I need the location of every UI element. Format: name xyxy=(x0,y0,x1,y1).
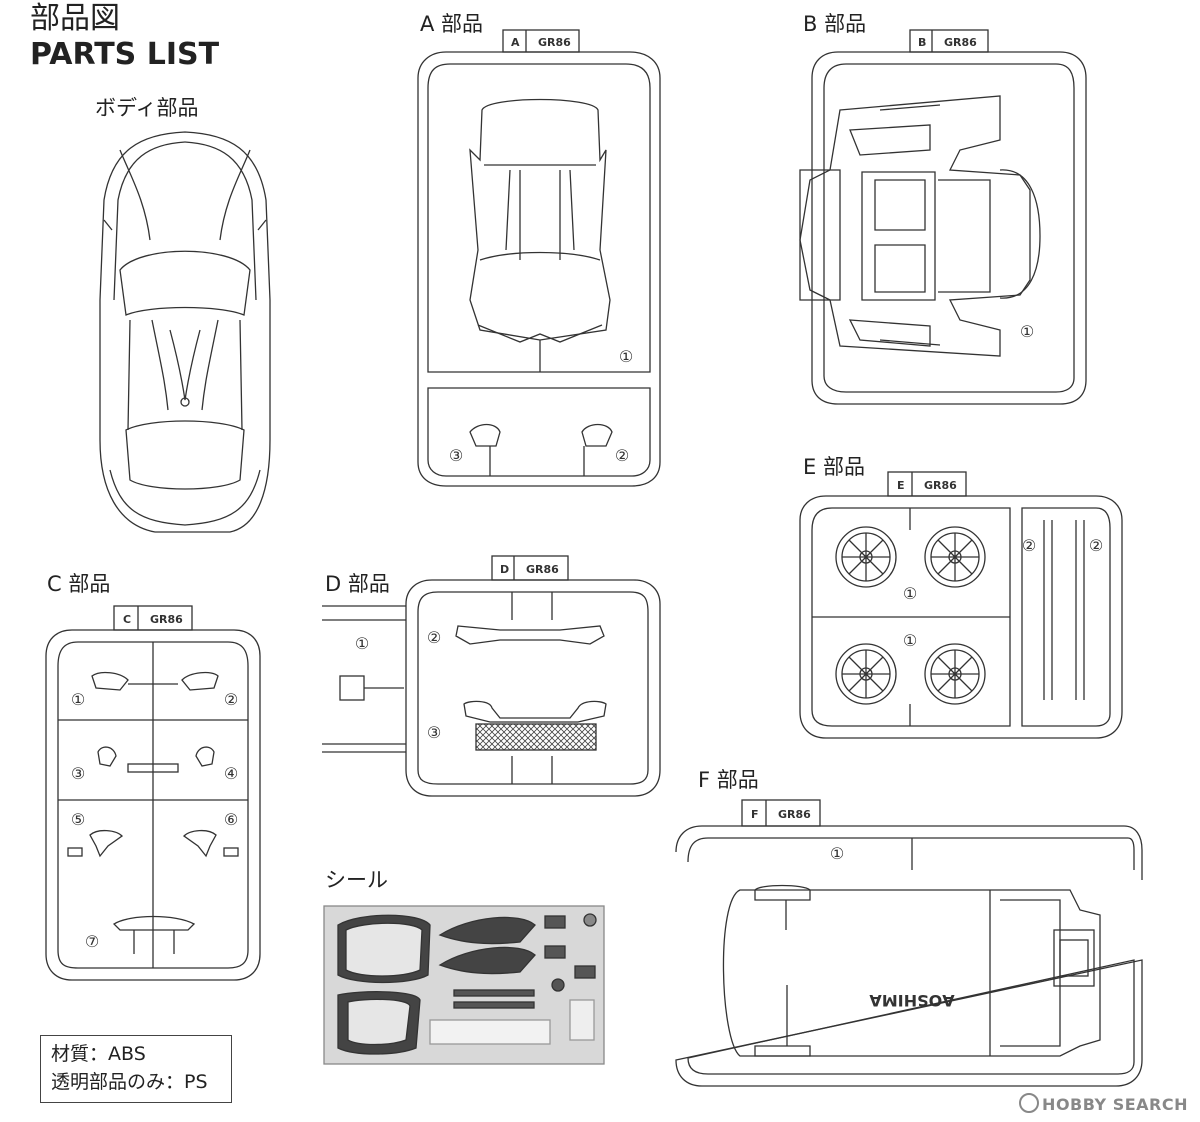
section-label-body: ボディ部品 xyxy=(95,96,199,120)
tab-f-code: GR86 xyxy=(778,808,811,821)
runner-c xyxy=(45,605,261,981)
section-label-b: B 部品 xyxy=(803,12,867,36)
section-label-f: F 部品 xyxy=(698,768,759,792)
material-note: 材質：ABS 透明部品のみ：PS xyxy=(40,1035,232,1103)
wheel-1 xyxy=(835,526,897,588)
part-number-b1: ① xyxy=(1020,322,1034,341)
part-number-a3: ③ xyxy=(449,446,463,465)
page-title-jp: 部品図 xyxy=(30,1,120,36)
watermark-text: HOBBY SEARCH xyxy=(1042,1095,1188,1114)
page-title-en: PARTS LIST xyxy=(30,37,220,72)
section-label-seal: シール xyxy=(325,868,388,892)
tab-e-letter: E xyxy=(897,479,905,492)
wheel-3 xyxy=(835,643,897,705)
part-number-f1: ① xyxy=(830,844,844,863)
wheel-4 xyxy=(924,643,986,705)
part-number-a1: ① xyxy=(619,347,633,366)
decal-sheet xyxy=(323,905,605,1065)
runner-f xyxy=(675,799,1143,1087)
tab-d-letter: D xyxy=(500,563,509,576)
part-number-c2: ② xyxy=(224,690,238,709)
watermark: HOBBY SEARCH xyxy=(1019,1093,1188,1114)
part-number-d3: ③ xyxy=(427,723,441,742)
part-number-c3: ③ xyxy=(71,764,85,783)
section-label-e: E 部品 xyxy=(803,455,865,479)
part-number-d2: ② xyxy=(427,628,441,647)
f-runner-brand-text: AOSHIMA xyxy=(869,991,955,1010)
tab-b-letter: B xyxy=(918,36,926,49)
body-part-drawing xyxy=(99,131,271,533)
tab-e-code: GR86 xyxy=(924,479,957,492)
tab-a-code: GR86 xyxy=(538,36,571,49)
runner-d xyxy=(322,555,661,797)
tab-d-code: GR86 xyxy=(526,563,559,576)
part-number-a2: ② xyxy=(615,446,629,465)
part-number-e1a: ① xyxy=(903,584,917,603)
runner-e xyxy=(799,471,1123,739)
tab-c-letter: C xyxy=(123,613,131,626)
part-number-c5: ⑤ xyxy=(71,810,85,829)
part-number-e1b: ① xyxy=(903,631,917,650)
part-number-e2a: ② xyxy=(1022,536,1036,555)
wheel-2 xyxy=(924,526,986,588)
section-label-d: D 部品 xyxy=(325,572,390,596)
part-number-d1: ① xyxy=(355,634,369,653)
part-number-c4: ④ xyxy=(224,764,238,783)
section-label-a: A 部品 xyxy=(420,12,484,36)
section-label-c: C 部品 xyxy=(47,572,111,596)
tab-b-code: GR86 xyxy=(944,36,977,49)
material-line-1: 材質：ABS xyxy=(51,1043,146,1065)
tab-c-code: GR86 xyxy=(150,613,183,626)
tab-f-letter: F xyxy=(751,808,759,821)
part-number-c1: ① xyxy=(71,690,85,709)
part-number-c6: ⑥ xyxy=(224,810,238,829)
runner-a xyxy=(417,29,661,487)
part-number-c7: ⑦ xyxy=(85,932,99,951)
tab-a-letter: A xyxy=(511,36,520,49)
runner-b xyxy=(799,29,1087,405)
watermark-logo-icon xyxy=(1019,1093,1040,1113)
part-number-e2b: ② xyxy=(1089,536,1103,555)
material-line-2: 透明部品のみ：PS xyxy=(51,1071,208,1093)
